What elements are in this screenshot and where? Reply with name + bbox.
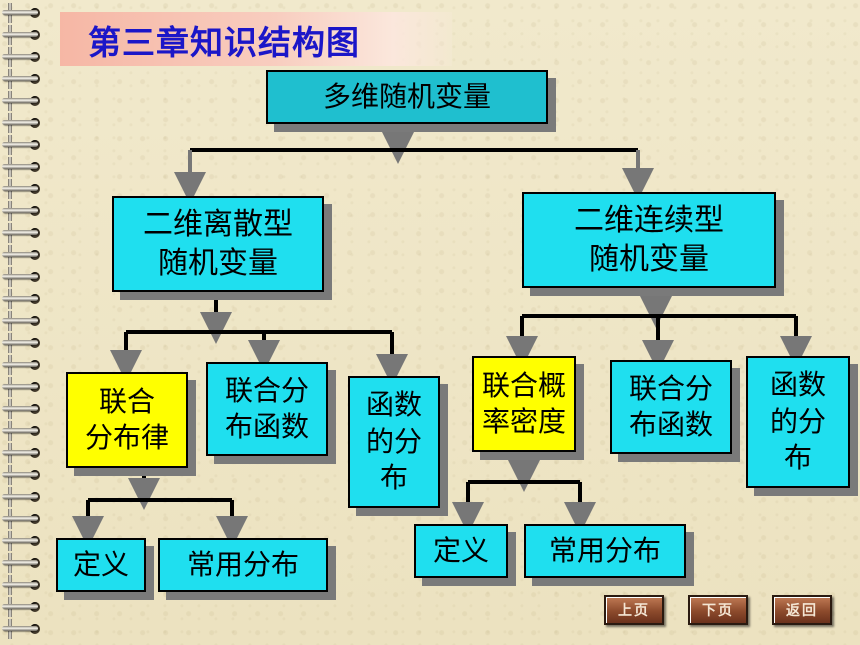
binder-ring: [2, 333, 48, 353]
continuous-definition-node: 定义: [414, 524, 508, 578]
binder-ring: [2, 267, 48, 287]
discrete-common-distribution-node: 常用分布: [158, 538, 328, 592]
binder-ring: [2, 399, 48, 419]
binder-ring: [2, 553, 48, 573]
discrete-node: 二维离散型 随机变量: [112, 196, 324, 292]
next-page-button[interactable]: 下页: [688, 595, 748, 625]
binder-ring: [2, 179, 48, 199]
binder-ring: [2, 355, 48, 375]
binder-ring: [2, 47, 48, 67]
binder-ring: [2, 91, 48, 111]
binder-ring: [2, 443, 48, 463]
binder-ring: [2, 509, 48, 529]
binder-ring: [2, 421, 48, 441]
binder-ring: [2, 465, 48, 485]
continuous-common-distribution-node: 常用分布: [524, 524, 686, 578]
binder-ring: [2, 487, 48, 507]
discrete-joint-cdf-node: 联合分 布函数: [206, 362, 328, 456]
joint-distribution-law-node: 联合 分布律: [66, 372, 188, 468]
title-highlight: [60, 12, 452, 66]
binder-ring: [2, 201, 48, 221]
binder-ring: [2, 157, 48, 177]
binder-ring: [2, 289, 48, 309]
binder-ring: [2, 619, 48, 639]
binder-rings: [0, 0, 52, 645]
binder-ring: [2, 597, 48, 617]
prev-page-button[interactable]: 上页: [604, 595, 664, 625]
binder-ring: [2, 311, 48, 331]
continuous-node: 二维连续型 随机变量: [522, 192, 776, 288]
binder-ring: [2, 223, 48, 243]
binder-ring: [2, 531, 48, 551]
discrete-function-distribution-node: 函数 的分 布: [348, 376, 440, 508]
discrete-definition-node: 定义: [56, 538, 146, 592]
binder-ring: [2, 25, 48, 45]
binder-ring: [2, 69, 48, 89]
binder-ring: [2, 113, 48, 133]
binder-ring: [2, 3, 48, 23]
binder-ring: [2, 377, 48, 397]
continuous-function-distribution-node: 函数 的分 布: [746, 356, 850, 488]
root-node: 多维随机变量: [266, 70, 548, 124]
continuous-joint-cdf-node: 联合分 布函数: [610, 360, 732, 454]
binder-ring: [2, 575, 48, 595]
joint-density-node: 联合概 率密度: [472, 356, 576, 452]
binder-ring: [2, 135, 48, 155]
page-title: 第三章知识结构图: [88, 23, 360, 62]
binder-ring: [2, 245, 48, 265]
back-button[interactable]: 返回: [772, 595, 832, 625]
